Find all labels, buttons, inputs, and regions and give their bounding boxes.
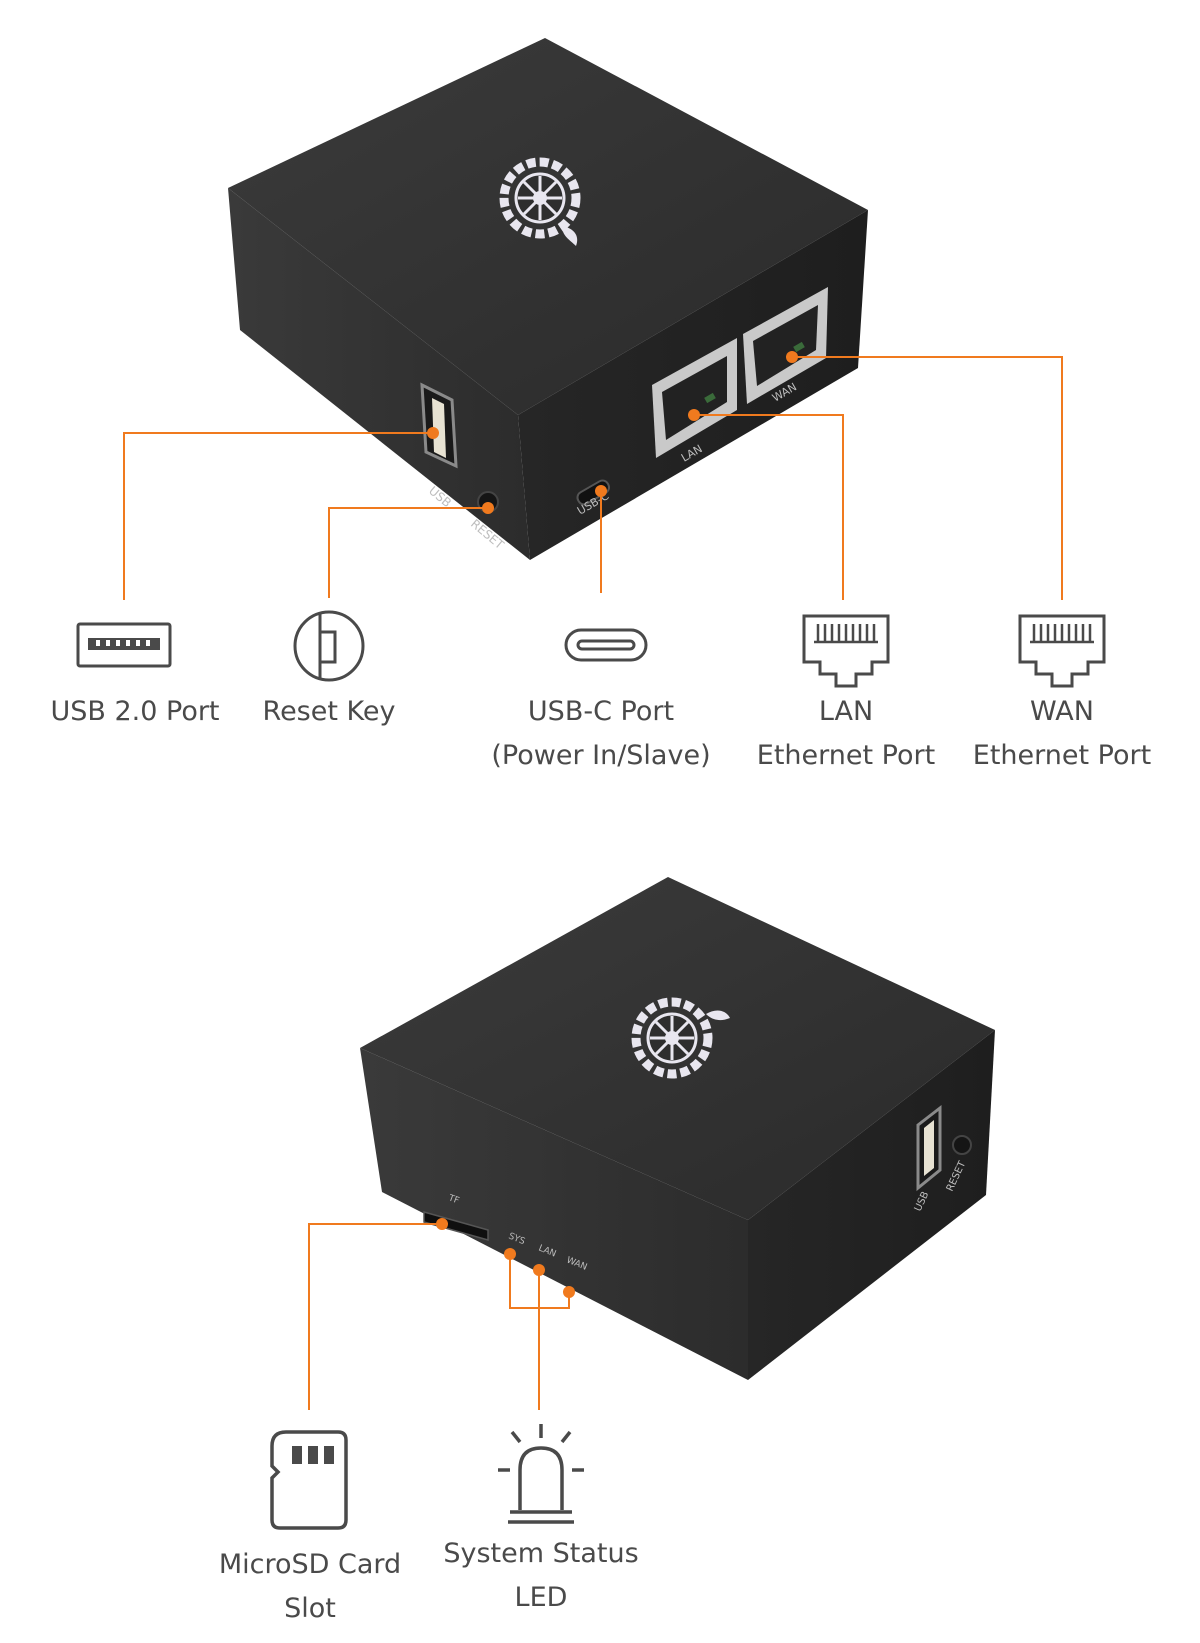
callout-usb-label: USB 2.0 Port — [30, 690, 240, 734]
device-label-tf: TF — [446, 1193, 460, 1206]
callout-usbc-line1: USB-C Port — [527, 696, 675, 727]
callout-lan-line2: Ethernet Port — [756, 740, 936, 771]
lan-ethernet-icon — [802, 614, 890, 688]
leader-usb — [123, 432, 433, 600]
callout-reset-line1: Reset Key — [262, 696, 396, 727]
leader-reset — [328, 507, 488, 598]
usb-c-icon — [564, 628, 648, 662]
reset-pinhole-side — [952, 1135, 972, 1155]
leader-microsd — [308, 1223, 442, 1410]
device-left-face — [228, 188, 530, 560]
router-side-view: TF SYS LAN WAN USB RESET — [360, 877, 995, 1380]
top-leader-lines — [123, 356, 1063, 600]
callout-wan-line1: WAN — [1030, 696, 1094, 727]
callout-reset-label: Reset Key — [254, 690, 404, 734]
brand-logo-2 — [631, 997, 730, 1079]
callout-microsd-line2: Slot — [284, 1593, 336, 1624]
callout-led-label: System Status LED — [436, 1532, 646, 1620]
warning-light-icon — [498, 1424, 584, 1524]
callout-microsd-label: MicroSD Card Slot — [200, 1543, 420, 1631]
callout-usbc-line2: (Power In/Slave) — [491, 740, 711, 771]
callout-microsd-line1: MicroSD Card — [218, 1549, 402, 1580]
bottom-leader-lines — [308, 1223, 570, 1410]
leader-wan — [792, 356, 1063, 600]
top-leader-dots — [427, 351, 798, 514]
callout-usbc-label: USB-C Port (Power In/Slave) — [476, 690, 726, 778]
bottom-leader-dots — [436, 1218, 575, 1298]
callout-led-line1: System Status — [443, 1538, 639, 1569]
callout-lan-label: LAN Ethernet Port — [746, 690, 946, 778]
leader-lan — [694, 414, 844, 600]
callout-wan-label: WAN Ethernet Port — [962, 690, 1162, 778]
device-top-face — [228, 38, 868, 415]
callout-wan-line2: Ethernet Port — [972, 740, 1152, 771]
wan-ethernet-icon — [1018, 614, 1106, 688]
sd-card-icon — [270, 1430, 348, 1530]
router-top-view: USB RESET USB-C LAN WAN — [228, 38, 868, 560]
callout-led-line2: LED — [514, 1582, 568, 1613]
brand-logo — [499, 157, 581, 246]
callout-lan-line1: LAN — [818, 696, 874, 727]
usb-port-icon — [76, 622, 172, 668]
reset-key-icon — [293, 610, 365, 682]
device-left-face-2 — [360, 1048, 748, 1380]
callout-usb-line1: USB 2.0 Port — [50, 696, 220, 727]
